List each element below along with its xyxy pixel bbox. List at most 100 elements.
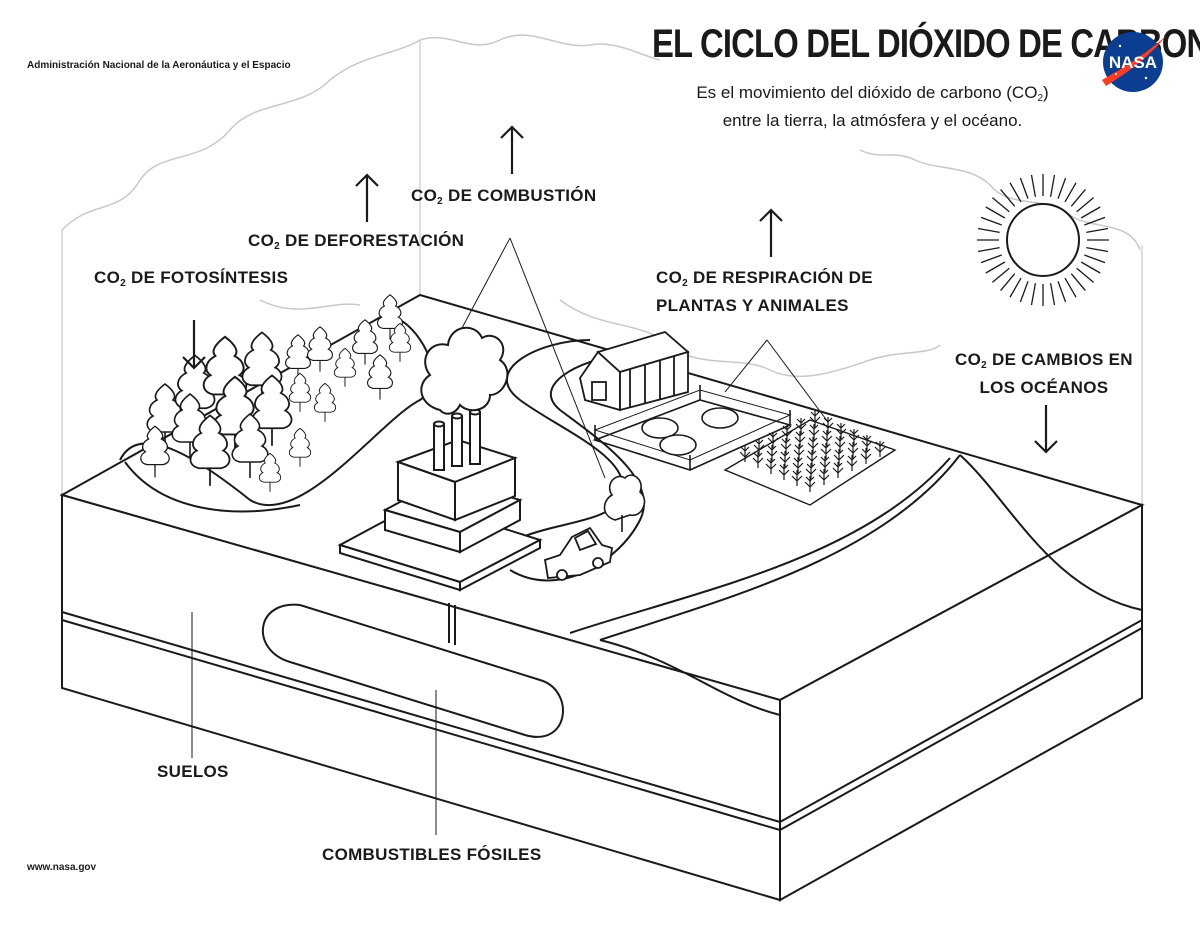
- tree-icon: [352, 319, 378, 365]
- subtitle-text-b: ): [1043, 83, 1049, 102]
- label-sub2: 2: [120, 278, 126, 289]
- atmosphere-cloud-outline: [61, 34, 661, 231]
- arrow-up-icon: [759, 208, 783, 257]
- sun-ray: [980, 216, 1002, 226]
- crop-plant: [791, 470, 803, 486]
- tree-icon: [288, 427, 312, 467]
- crop-plant: [804, 476, 816, 492]
- crop-plant: [820, 443, 832, 459]
- crop-field: [723, 411, 897, 506]
- sun-ray: [1070, 188, 1086, 207]
- crop-plant: [832, 462, 844, 478]
- sun-ray: [1064, 277, 1077, 298]
- animal-pen: [592, 385, 793, 471]
- crop-plant: [752, 452, 764, 468]
- ocean-boundary: [599, 454, 961, 641]
- sun-ray: [1070, 273, 1086, 292]
- sun-ray: [1019, 177, 1029, 199]
- crop-plant: [779, 451, 791, 467]
- sun-ray: [1049, 283, 1056, 306]
- tree-icon: [307, 326, 333, 372]
- crop-plant: [860, 448, 872, 464]
- label-co: CO: [248, 231, 275, 250]
- label-text-line2: PLANTAS Y ANIMALES: [656, 296, 849, 315]
- pointer-lines: [191, 237, 829, 835]
- sun-ray: [991, 197, 1010, 213]
- crop-plant: [847, 442, 859, 458]
- tree-icon: [313, 382, 337, 422]
- label-co: CO: [94, 268, 121, 287]
- footer-url[interactable]: www.nasa.gov: [27, 862, 97, 873]
- label-co: CO: [656, 268, 683, 287]
- crop-plant: [794, 431, 806, 447]
- sun-ray: [1030, 174, 1037, 197]
- tree-icon: [258, 452, 282, 492]
- barn: [579, 330, 690, 412]
- crop-plant: [767, 432, 779, 448]
- nasa-logo-icon[interactable]: NASA: [1098, 28, 1168, 96]
- arrow-up-icon: [500, 125, 524, 174]
- sun-ray: [1009, 277, 1022, 298]
- tree-icon: [189, 414, 231, 486]
- crop-plant: [833, 449, 845, 465]
- crop-plant: [808, 424, 820, 440]
- crop-plant: [753, 439, 765, 455]
- crop-plant: [835, 423, 847, 439]
- crop-plant: [765, 458, 777, 474]
- factory: [337, 326, 543, 592]
- forest-trees: [140, 294, 412, 492]
- sun-ray: [977, 246, 1000, 253]
- subtitle-text-a: Es el movimiento del dióxido de carbono …: [696, 83, 1038, 102]
- label-sub2: 2: [981, 360, 987, 371]
- sun-ray: [1084, 254, 1106, 264]
- sun-ray: [1030, 283, 1037, 306]
- label-text: DE FOTOSÍNTESIS: [125, 268, 289, 287]
- sun-ray: [1086, 246, 1109, 253]
- atmosphere-cloud-lower: [259, 299, 941, 378]
- page-subtitle: Es el movimiento del dióxido de carbono …: [660, 82, 1085, 132]
- crop-plant: [766, 445, 778, 461]
- crop-plant: [874, 441, 886, 457]
- label-oceans: CO2 DE CAMBIOS EN LOS OCÉANOS: [955, 349, 1133, 399]
- sun-ray: [991, 267, 1010, 283]
- crop-plant: [806, 450, 818, 466]
- label-text: DE COMBUSTIÓN: [442, 186, 597, 205]
- roadside-tree: [603, 474, 646, 532]
- subtitle-subscript: 2: [1037, 93, 1043, 104]
- label-co: CO: [411, 186, 438, 205]
- fossil-fuel-deposit: [262, 603, 564, 738]
- sun-ray: [1000, 188, 1016, 207]
- sun-ray: [1057, 177, 1067, 199]
- crop-plant: [807, 437, 819, 453]
- pigs: [641, 407, 739, 456]
- tree-icon: [288, 372, 312, 412]
- sun-icon: [977, 174, 1109, 306]
- tree-icon: [377, 294, 403, 340]
- sun-ray: [1080, 206, 1101, 219]
- sun-ray: [1049, 174, 1056, 197]
- label-sub2: 2: [682, 278, 688, 289]
- arrow-up-icon: [355, 173, 379, 222]
- sun-ray: [1057, 281, 1067, 303]
- crop-plant: [805, 463, 817, 479]
- sun-ray: [1076, 267, 1095, 283]
- nasa-logo-text: NASA: [1109, 53, 1157, 72]
- sun-ray: [1086, 227, 1109, 234]
- agency-name: Administración Nacional de la Aeronáutic…: [27, 60, 291, 71]
- label-respiration: CO2 DE RESPIRACIÓN DE PLANTAS Y ANIMALES: [656, 267, 873, 317]
- sun-ray: [1080, 261, 1101, 274]
- label-fossil-fuels: COMBUSTIBLES FÓSILES: [322, 845, 542, 864]
- sun-ray: [1000, 273, 1016, 292]
- sun-ray: [1009, 182, 1022, 203]
- label-combustion: CO2 DE COMBUSTIÓN: [411, 186, 596, 207]
- label-soils: SUELOS: [157, 762, 229, 781]
- tree-icon: [251, 374, 293, 446]
- label-text: DE DEFORESTACIÓN: [279, 231, 465, 250]
- atmosphere-cloud-outline-right: [859, 149, 1141, 251]
- sun-ray: [1084, 216, 1106, 226]
- sun-ray: [1076, 197, 1095, 213]
- sun-ray: [977, 227, 1000, 234]
- label-sub2: 2: [437, 196, 443, 207]
- crop-plant: [809, 411, 821, 427]
